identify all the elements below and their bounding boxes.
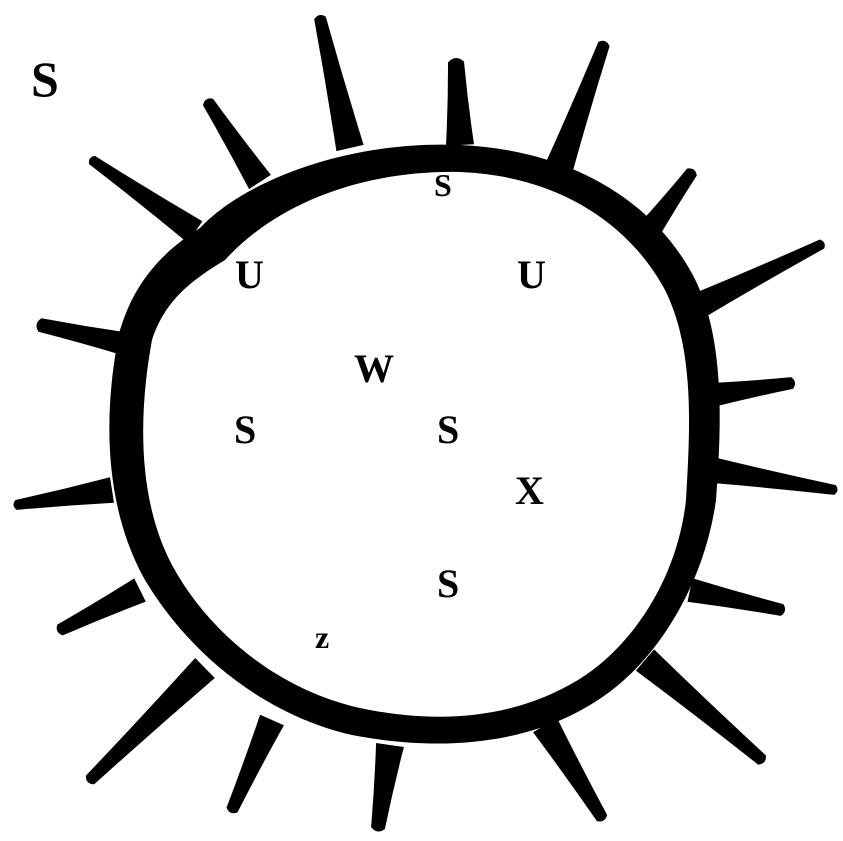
cell-outline	[109, 145, 719, 744]
cell-label-s-left: S	[234, 407, 256, 452]
cell-body	[13, 15, 837, 832]
cell-spike	[688, 578, 786, 616]
cell-spike	[227, 715, 284, 814]
cell-spike	[57, 578, 146, 635]
cell-spike	[89, 156, 202, 243]
cell-spike	[636, 649, 766, 764]
cell-spike	[203, 98, 271, 189]
cell-label-x: X	[515, 468, 544, 513]
cell-spike	[533, 718, 607, 822]
cell-label-u-right: U	[517, 252, 546, 297]
cell-label-s-center: S	[437, 407, 459, 452]
cell-label-s-lower: S	[437, 561, 459, 606]
cell-spike	[547, 41, 610, 170]
corner-label: S	[31, 51, 59, 107]
cell-label-top-s: S	[434, 167, 452, 203]
cell-spike	[446, 58, 474, 146]
cell-label-z: z	[315, 619, 329, 655]
cell-spike	[13, 477, 114, 510]
cell-spike	[694, 240, 825, 317]
cell-spike	[86, 658, 215, 784]
cell-spike	[371, 743, 404, 832]
cell-spike	[710, 377, 795, 407]
cell-label-w: W	[354, 346, 394, 391]
cell-label-u-left: U	[235, 252, 264, 297]
cell-spike	[710, 457, 838, 495]
cell-spike	[314, 15, 363, 151]
